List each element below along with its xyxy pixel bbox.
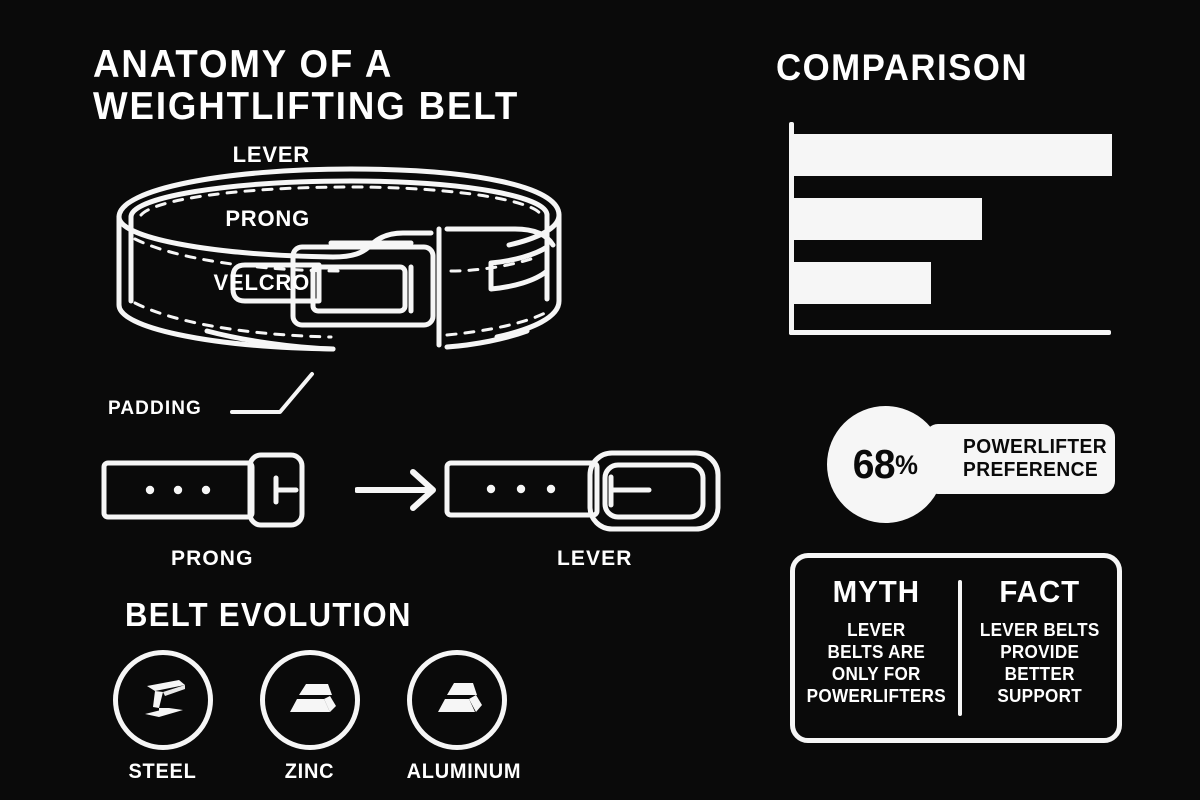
percent-symbol: % — [895, 450, 919, 480]
stat-pill-line-1: POWERLIFTER — [963, 436, 1107, 458]
lever-belt-diagram — [444, 450, 721, 532]
i-beam-icon — [144, 680, 185, 717]
evolution-icon-circle — [406, 650, 507, 750]
evolution-icon-row: STEEL ZINC — [110, 650, 522, 784]
myth-heading: MYTH — [832, 574, 920, 609]
evolution-icon-circle — [112, 650, 213, 750]
ingot-bars-icon — [437, 683, 482, 712]
myth-column: MYTH LEVER BELTS ARE ONLY FOR POWERLIFTE… — [795, 558, 958, 738]
stat-circle: 68% — [827, 406, 944, 523]
evolution-item-label: STEEL — [128, 760, 197, 783]
myth-fact-panel: MYTH LEVER BELTS ARE ONLY FOR POWERLIFTE… — [790, 553, 1122, 743]
evolution-item-aluminum: ALUMINUM — [404, 650, 522, 784]
chart-x-axis — [789, 330, 1111, 335]
lever-belt-label: LEVER — [557, 547, 633, 570]
chart-bar — [794, 134, 1112, 176]
padding-leader-line — [230, 372, 314, 414]
chart-category-label: VELCRO — [213, 270, 310, 295]
stat-number: 68 — [853, 441, 896, 487]
weightlifting-belt-illustration — [116, 166, 562, 352]
evolution-item-zinc: ZINC — [257, 650, 362, 784]
fact-column: FACT LEVER BELTS PROVIDE BETTER SUPPORT — [962, 558, 1117, 738]
evolution-section-title: BELT EVOLUTION — [125, 596, 412, 633]
myth-body: LEVER BELTS ARE ONLY FOR POWERLIFTERS — [806, 620, 946, 706]
chart-category-label: PRONG — [225, 206, 310, 231]
chart-bar — [794, 198, 982, 240]
chart-y-axis — [789, 122, 794, 335]
chart-bar — [794, 262, 931, 304]
arrow-right-icon — [355, 469, 436, 511]
page-title: ANATOMY OF A WEIGHTLIFTING BELT — [93, 43, 520, 128]
stat-pill-line-2: PREFERENCE — [963, 459, 1099, 481]
prong-belt-diagram — [101, 452, 305, 528]
evolution-item-label: ALUMINUM — [406, 760, 522, 783]
padding-callout-label: PADDING — [108, 398, 202, 419]
comparison-bar-chart: LEVER PRONG VELCRO — [214, 112, 1130, 347]
powerlifter-preference-badge: POWERLIFTER PREFERENCE 68% — [825, 404, 1133, 524]
stat-value: 68% — [853, 441, 918, 488]
chart-category-label: LEVER — [232, 142, 310, 167]
comparison-section-title: COMPARISON — [776, 47, 1029, 88]
fact-heading: FACT — [998, 574, 1080, 609]
evolution-icon-circle — [259, 650, 360, 750]
fact-body: LEVER BELTS PROVIDE BETTER SUPPORT — [979, 620, 1100, 706]
prong-belt-label: PRONG — [171, 547, 254, 570]
evolution-item-steel: STEEL — [110, 650, 215, 784]
evolution-item-label: ZINC — [284, 760, 335, 783]
myth-fact-divider — [957, 580, 962, 716]
stat-pill: POWERLIFTER PREFERENCE — [925, 424, 1115, 494]
ingot-stack-icon — [289, 684, 336, 712]
